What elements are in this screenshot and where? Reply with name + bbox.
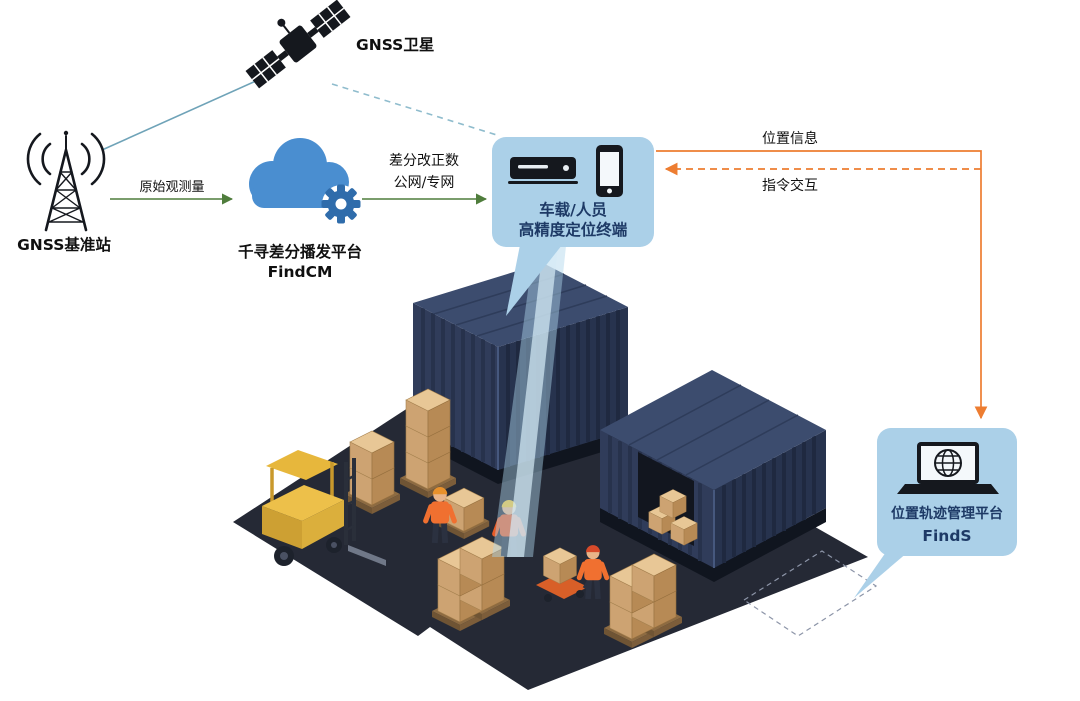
laptop-globe-icon [897, 442, 999, 494]
vehicle-terminal-icon [508, 157, 578, 184]
dashed-zone-marking [742, 550, 878, 637]
raw-observation-label: 原始观测量 [139, 180, 205, 195]
track-bubble-tail [854, 552, 908, 598]
warehouse-scene [233, 263, 878, 690]
cloud-gear-icon [249, 138, 361, 224]
track-platform-bubble [854, 428, 1017, 598]
cloud-platform-product: FindCM [267, 263, 333, 281]
base-station-label: GNSS基准站 [17, 236, 111, 254]
command-label: 指令交互 [762, 178, 818, 194]
link-satellite-to-terminal [331, 83, 501, 137]
forklift [262, 450, 386, 566]
position-info-label: 位置信息 [762, 131, 818, 147]
cloud-platform-name: 千寻差分播发平台 [237, 243, 363, 261]
link-satellite-to-station [101, 79, 259, 151]
terminal-bubble-tail [506, 245, 562, 316]
correction-label-line1: 差分改正数 [389, 153, 459, 169]
smartphone-icon [596, 145, 623, 197]
positioning-beam [492, 246, 566, 557]
connectors [101, 79, 988, 420]
shipping-container-right [600, 370, 826, 582]
satellite-icon [245, 0, 351, 89]
satellite-label: GNSS卫星 [356, 36, 435, 54]
radio-tower-icon [26, 130, 106, 232]
terminal-label-line2: 高精度定位终端 [518, 221, 628, 239]
track-platform-name: 位置轨迹管理平台 [891, 506, 1003, 522]
gear-icon [321, 184, 361, 224]
correction-label-line2: 公网/专网 [393, 175, 455, 191]
terminal-label-line1: 车载/人员 [539, 201, 607, 219]
arrow-position-info [656, 150, 988, 420]
yard-platform [233, 348, 868, 690]
terminal-bubble [492, 137, 654, 316]
track-platform-product: FindS [922, 527, 972, 545]
